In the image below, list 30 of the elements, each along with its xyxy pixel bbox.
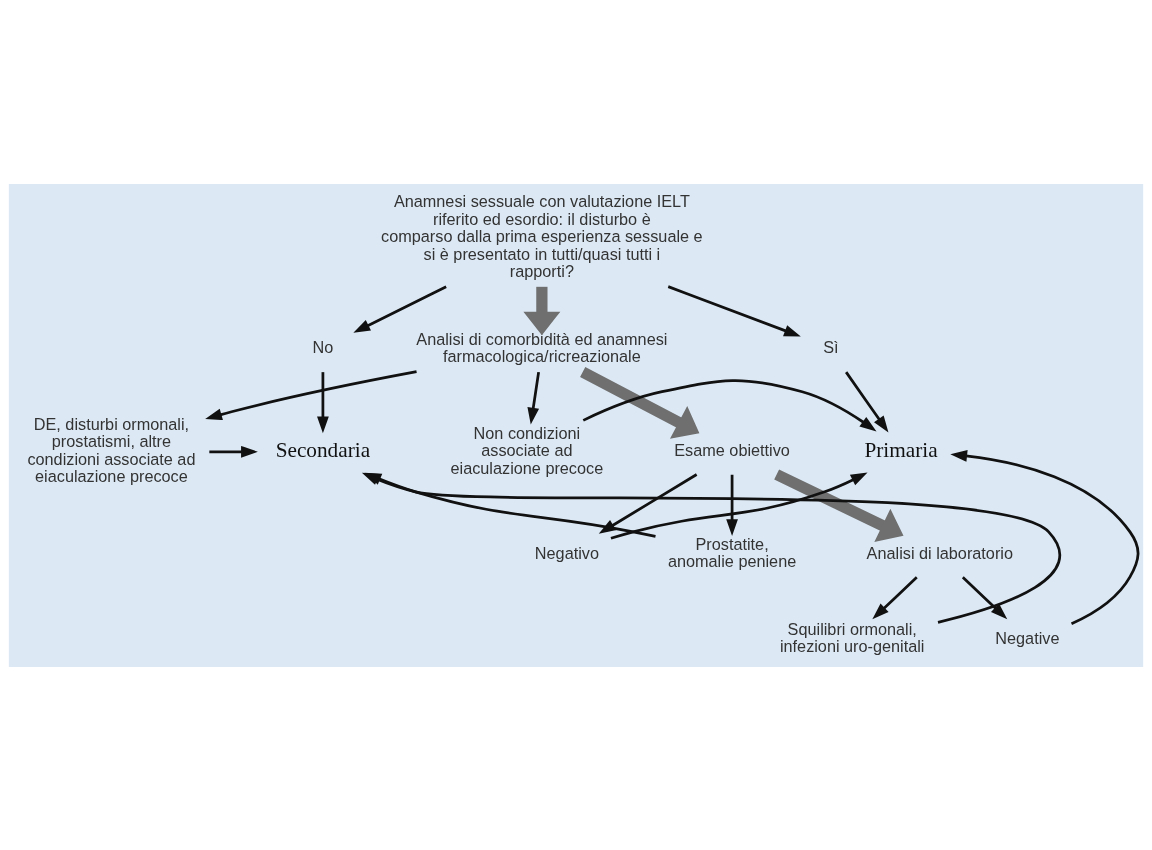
node-text: Primaria [864, 437, 938, 462]
node-text: Esame obiettivo [674, 440, 790, 459]
arrow [523, 286, 561, 335]
arrow [582, 378, 877, 431]
node-text: No [312, 337, 334, 356]
node-text: Sì [823, 337, 839, 356]
node-text: Analisi di laboratorio [866, 543, 1013, 562]
arrow [950, 449, 1140, 625]
node-text: Negativo [534, 543, 599, 562]
node-text: Secondaria [275, 437, 371, 462]
arrow [774, 468, 904, 542]
node-text: Anamnesi sessuale con valutazione IELT riferito ed esordio: il disturbo è comparso dalla prima esperienza sessuale e si è presentato in tutti/quasi tutti i rapporti? [381, 191, 703, 280]
arrow [353, 284, 447, 333]
node-text: Non condizioni associate ad eiaculazione precoce [450, 423, 604, 477]
arrow [527, 371, 540, 425]
arrow [961, 575, 1008, 619]
node-text: Squilibri ormonali, infezioni uro-genitali [779, 619, 925, 655]
arrow [580, 366, 700, 439]
arrow [317, 371, 329, 433]
node-text: Prostatite, anomalie peniene [667, 534, 797, 570]
arrow [610, 472, 868, 540]
arrow [205, 369, 417, 420]
node-text: Analisi di comorbidità ed anamnesi farmacologica/ricreazionale [416, 329, 668, 365]
node-text: Negative [995, 628, 1060, 647]
arrow [667, 284, 801, 337]
arrow [872, 575, 918, 619]
arrow [726, 474, 738, 536]
node-text: DE, disturbi ormonali, prostatismi, altre condizioni associate ad eiaculazione precoce [27, 414, 196, 485]
arrow [209, 445, 258, 458]
arrow [845, 370, 889, 433]
